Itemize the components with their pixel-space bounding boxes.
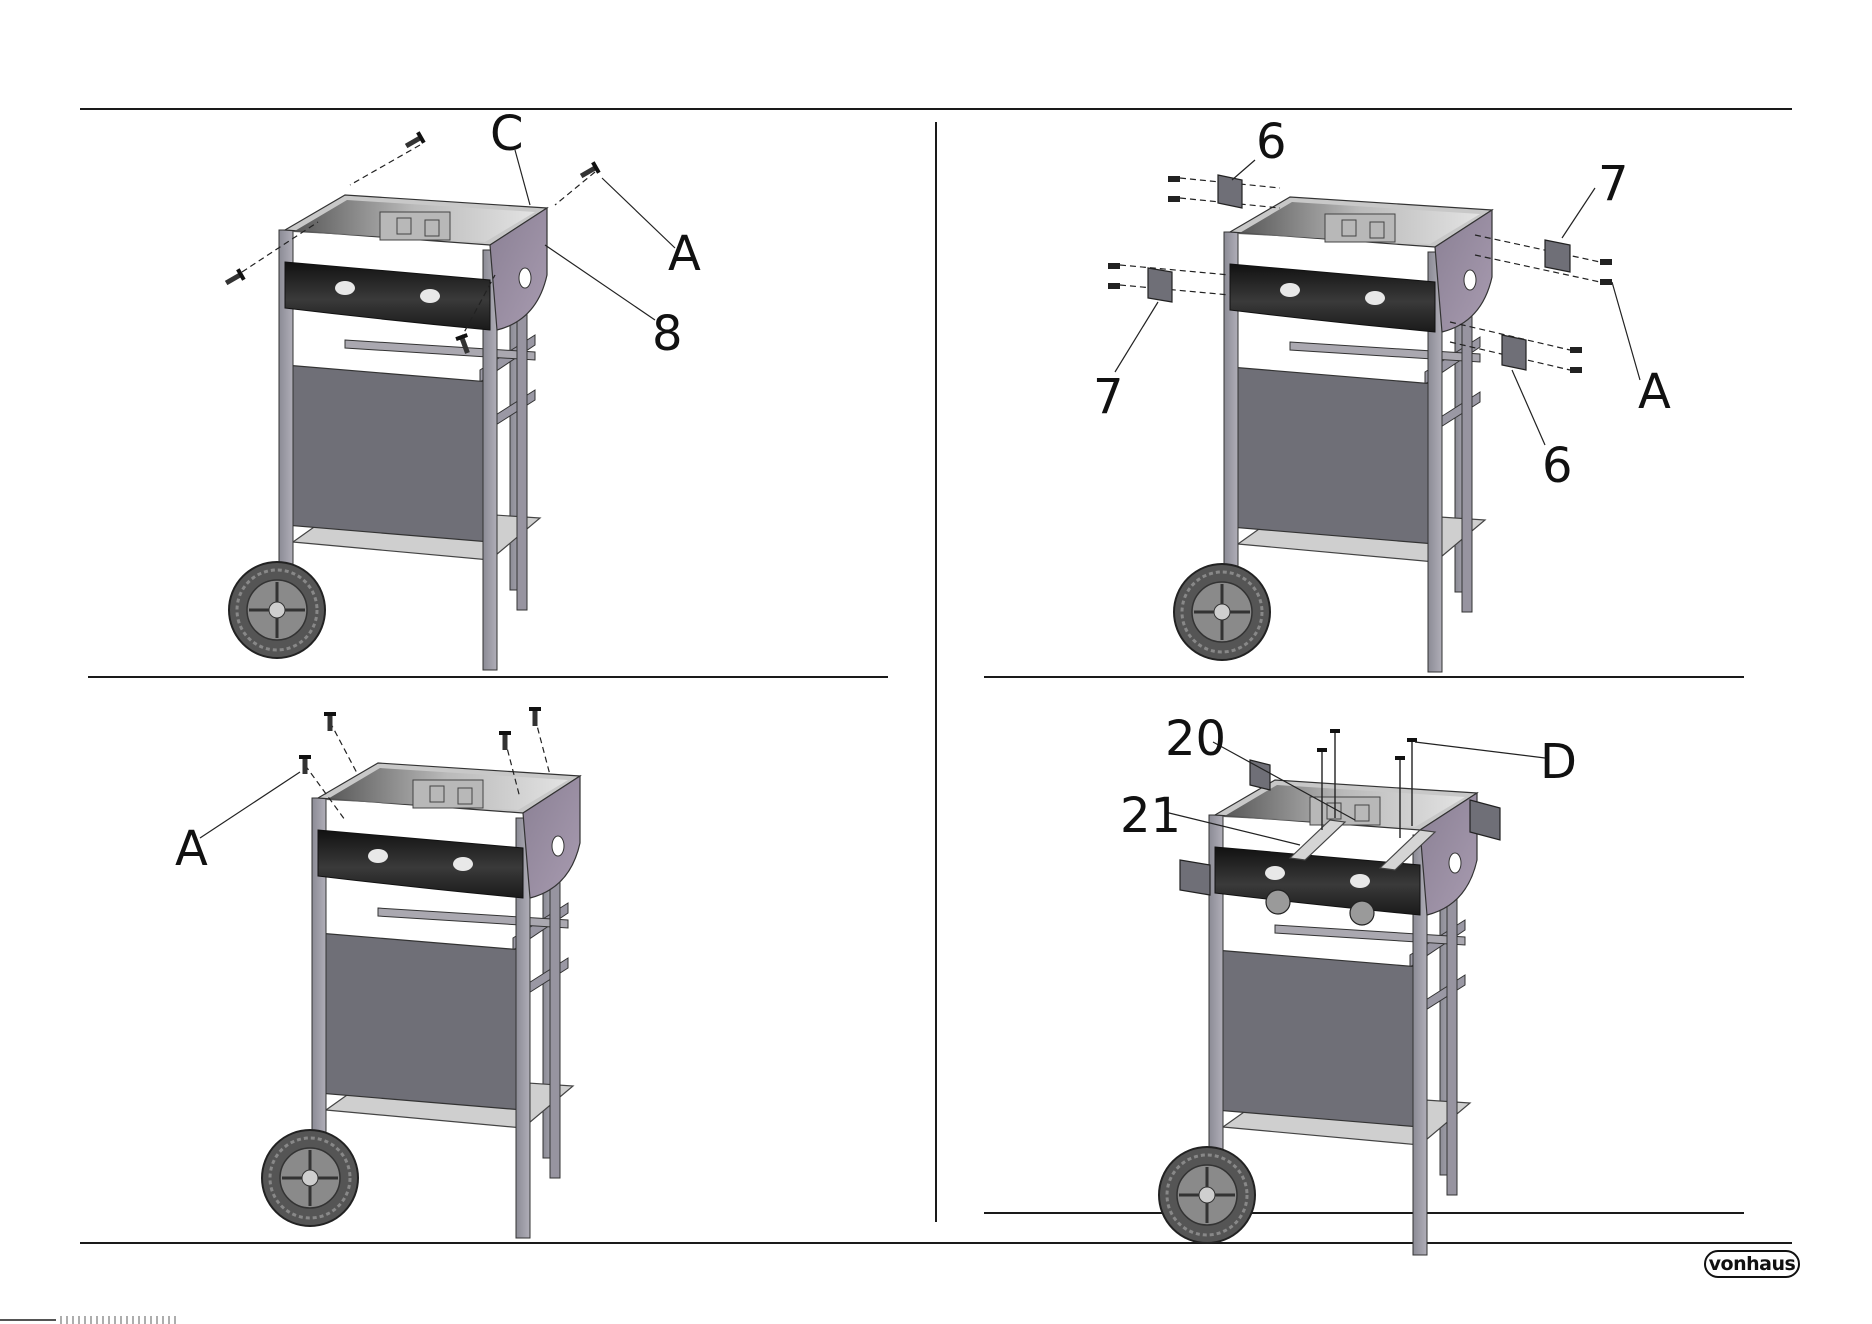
callout-part-7-right: 7: [1598, 156, 1629, 212]
callout-part-7-left: 7: [1093, 369, 1124, 425]
brand-logo: vonhaus: [1704, 1250, 1800, 1278]
panel-top-left: C A 8: [223, 106, 701, 670]
callout-part-20: 20: [1165, 711, 1226, 767]
callout-part-6-bottom: 6: [1542, 438, 1573, 494]
callout-c: C: [490, 106, 524, 162]
callout-part-6-top: 6: [1256, 114, 1287, 170]
callout-part-21: 21: [1120, 788, 1181, 844]
callout-a: A: [1638, 364, 1671, 420]
footer-fineprint: [0, 1316, 190, 1324]
panel-bottom-right: 20 D 21: [1120, 711, 1577, 1255]
callout-part-8: 8: [652, 306, 683, 362]
panel-bottom-left: A: [175, 707, 580, 1238]
panel-top-right: 6 7 7 A 6: [1093, 114, 1671, 672]
callout-a: A: [175, 821, 208, 877]
callout-d: D: [1540, 734, 1577, 790]
callout-a: A: [668, 226, 701, 282]
brand-logo-text: vonhaus: [1709, 1253, 1796, 1275]
